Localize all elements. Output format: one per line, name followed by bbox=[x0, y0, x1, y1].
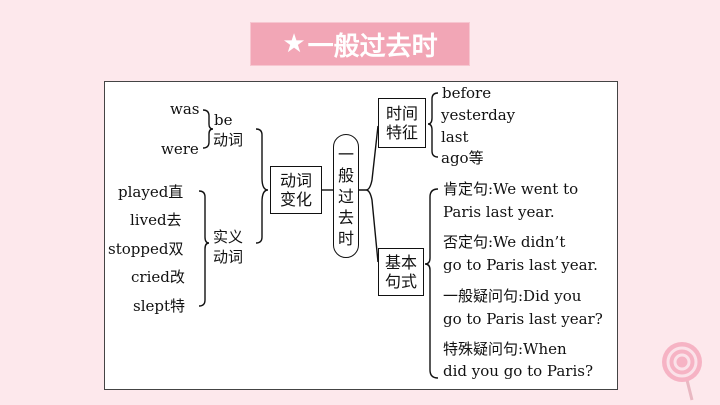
sentence-negative-line2: go to Paris last year. bbox=[443, 256, 598, 274]
word-were: were bbox=[161, 140, 199, 158]
dongci-box-line1: 动词 bbox=[279, 171, 312, 190]
shiyi-label-line1: 实义 bbox=[213, 228, 244, 246]
center-char: 般 bbox=[337, 165, 354, 185]
sentence-bracket bbox=[424, 188, 439, 379]
sentence-special-question-line2: did you go to Paris? bbox=[443, 362, 593, 380]
time-word-last: last bbox=[441, 128, 469, 146]
sentence-box-line1: 基本 bbox=[384, 253, 417, 272]
time-word-ago: ago等 bbox=[441, 149, 484, 167]
center-bracket bbox=[359, 125, 379, 263]
word-slept: slept特 bbox=[133, 297, 186, 315]
be-label-line1: be bbox=[214, 111, 233, 129]
center-char: 去 bbox=[337, 207, 354, 227]
center-char: 一 bbox=[337, 144, 354, 164]
dongci-box-line2: 变化 bbox=[279, 190, 312, 209]
lollipop-icon bbox=[662, 342, 702, 401]
time-word-yesterday: yesterday bbox=[441, 106, 516, 124]
sentence-general-question-line1: 一般疑问句:Did you bbox=[443, 287, 582, 305]
word-stopped: stopped双 bbox=[108, 240, 184, 258]
dongci-bracket bbox=[255, 128, 269, 244]
sentence-pattern-box: 基本 句式 bbox=[378, 248, 424, 296]
time-feature-box: 时间 特征 bbox=[378, 98, 426, 148]
shiyi-label-line2: 动词 bbox=[213, 248, 244, 266]
word-cried: cried改 bbox=[131, 268, 185, 286]
page-title: 一般过去时 bbox=[307, 31, 438, 62]
center-char: 时 bbox=[337, 228, 354, 248]
sentence-box-line2: 句式 bbox=[384, 272, 417, 291]
diagram-panel bbox=[104, 81, 618, 390]
star-icon: ★ bbox=[282, 29, 306, 59]
sentence-general-question-line2: go to Paris last year? bbox=[443, 310, 603, 328]
word-was: was bbox=[170, 100, 200, 118]
sentence-negative-line1: 否定句:We didn’t bbox=[443, 233, 566, 251]
be-bracket bbox=[202, 109, 214, 149]
title-banner: ★ 一般过去时 bbox=[250, 22, 470, 66]
be-label-line2: 动词 bbox=[213, 131, 244, 149]
center-topic-box: 一 般 过 去 时 bbox=[333, 134, 359, 258]
shiyi-bracket bbox=[198, 190, 210, 307]
time-word-before: before bbox=[442, 84, 492, 102]
time-box-line1: 时间 bbox=[385, 104, 418, 123]
word-played: played直 bbox=[118, 183, 184, 201]
center-char: 过 bbox=[337, 186, 354, 206]
sentence-affirmative-line1: 肯定句:We went to bbox=[443, 180, 579, 198]
sentence-affirmative-line2: Paris last year. bbox=[443, 203, 555, 221]
sentence-special-question-line1: 特殊疑问句:When bbox=[443, 340, 567, 358]
word-lived: lived去 bbox=[130, 211, 182, 229]
time-bracket bbox=[427, 92, 439, 158]
dongci-bianhua-box: 动词 变化 bbox=[270, 166, 322, 214]
time-box-line2: 特征 bbox=[385, 123, 418, 142]
